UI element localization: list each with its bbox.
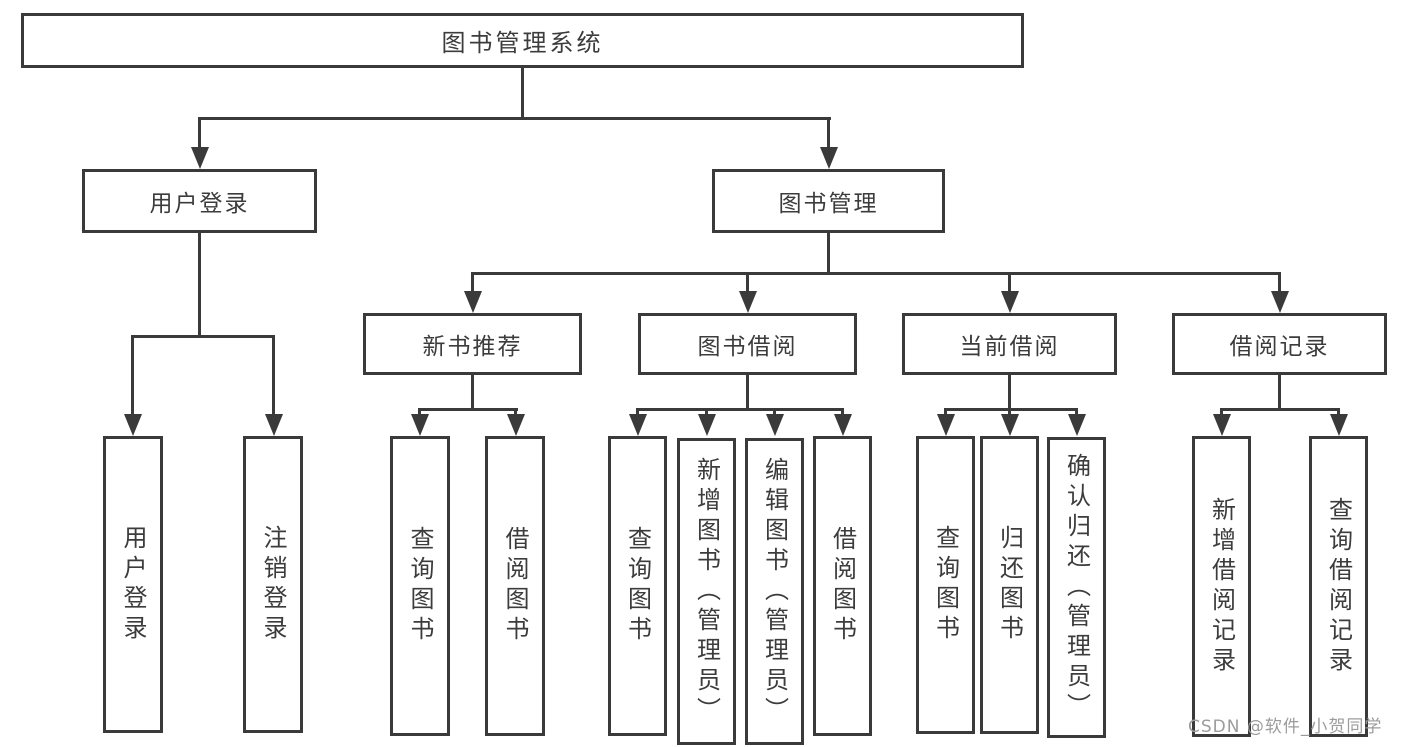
connector-leaf-drop <box>131 335 134 417</box>
leaf-logout: 注销登录 <box>243 436 303 733</box>
arrow-down-icon <box>411 414 429 436</box>
connector-book-borrow-drop <box>746 272 749 294</box>
arrow-down-icon <box>265 414 283 436</box>
connector-leaf-drop <box>272 335 275 417</box>
connector-new-book-stem <box>471 375 474 408</box>
connector-borrow-records-drop <box>1278 272 1281 294</box>
arrow-down-icon <box>834 414 852 436</box>
arrow-down-icon <box>507 414 525 436</box>
arrow-down-icon <box>1213 414 1231 436</box>
arrow-down-icon <box>1271 291 1289 313</box>
connector-leaf-drop <box>514 408 517 417</box>
node-book-management-system: 图书管理系统 <box>21 13 1024 68</box>
connector-leaf-drop <box>1337 408 1340 417</box>
connector-leaf-drop <box>1220 408 1223 417</box>
leaf-add-borrow-record: 新增借阅记录 <box>1192 436 1251 737</box>
leaf-query-books: 查询图书 <box>608 436 667 736</box>
connector-user-login-stem <box>198 233 201 335</box>
node-new-book-recommend: 新书推荐 <box>363 313 582 375</box>
connector-leaf-drop <box>418 408 421 417</box>
node-book-borrow: 图书借阅 <box>638 313 857 375</box>
node-current-borrow: 当前借阅 <box>902 313 1117 375</box>
arrow-down-icon <box>937 414 955 436</box>
arrow-down-icon <box>739 291 757 313</box>
arrow-down-icon <box>191 147 209 169</box>
leaf-add-books-admin: 新增图书（管理员） <box>677 438 736 745</box>
connector-book-mgmt-stem <box>827 233 830 272</box>
leaf-query-books: 查询图书 <box>390 436 450 736</box>
connector-leaf-drop <box>1075 408 1078 417</box>
connector-borrow-records-rail <box>1220 408 1340 411</box>
leaf-query-books: 查询图书 <box>916 436 975 734</box>
connector-leaf-drop <box>841 408 844 417</box>
leaf-return-books: 归还图书 <box>980 436 1039 734</box>
connector-leaf-drop <box>1008 408 1011 417</box>
leaf-confirm-return-admin: 确认归还（管理员） <box>1047 437 1106 738</box>
connector-leaf-drop <box>636 408 639 417</box>
node-borrow-records: 借阅记录 <box>1172 313 1387 375</box>
arrow-down-icon <box>766 414 784 436</box>
node-book-management: 图书管理 <box>712 169 945 233</box>
connector-borrow-records-stem <box>1278 375 1281 408</box>
leaf-borrow-books: 借阅图书 <box>813 436 872 736</box>
connector-current-borrow-drop <box>1008 272 1011 294</box>
connector-book-borrow-rail <box>636 408 844 411</box>
connector-user-login-rail <box>131 335 275 338</box>
connector-new-book-drop <box>471 272 474 294</box>
connector-leaf-drop <box>705 408 708 417</box>
connector-current-borrow-rail <box>944 408 1078 411</box>
arrow-down-icon <box>464 291 482 313</box>
arrow-down-icon <box>629 414 647 436</box>
node-user-login: 用户登录 <box>82 169 317 233</box>
leaf-user-login: 用户登录 <box>103 436 163 733</box>
arrow-down-icon <box>820 147 838 169</box>
connector-level2-rail <box>198 117 831 120</box>
arrow-down-icon <box>698 414 716 436</box>
csdn-watermark: CSDN @软件_小贺同学 <box>1188 717 1383 737</box>
arrow-down-icon <box>124 414 142 436</box>
arrow-down-icon <box>1001 291 1019 313</box>
leaf-borrow-books: 借阅图书 <box>485 436 545 736</box>
connector-leaf-drop <box>944 408 947 417</box>
connector-book-mgmt-drop <box>827 117 830 150</box>
arrow-down-icon <box>1330 414 1348 436</box>
connector-current-borrow-stem <box>1008 375 1011 408</box>
connector-root-stem <box>521 68 524 117</box>
connector-book-borrow-stem <box>746 375 749 408</box>
leaf-query-borrow-record: 查询借阅记录 <box>1309 436 1368 737</box>
arrow-down-icon <box>1001 414 1019 436</box>
connector-leaf-drop <box>773 408 776 417</box>
connector-user-login-drop <box>198 117 201 150</box>
arrow-down-icon <box>1068 414 1086 436</box>
connector-new-book-rail <box>418 408 518 411</box>
leaf-edit-books-admin: 编辑图书（管理员） <box>745 438 804 745</box>
connector-level3-rail <box>471 272 1281 275</box>
